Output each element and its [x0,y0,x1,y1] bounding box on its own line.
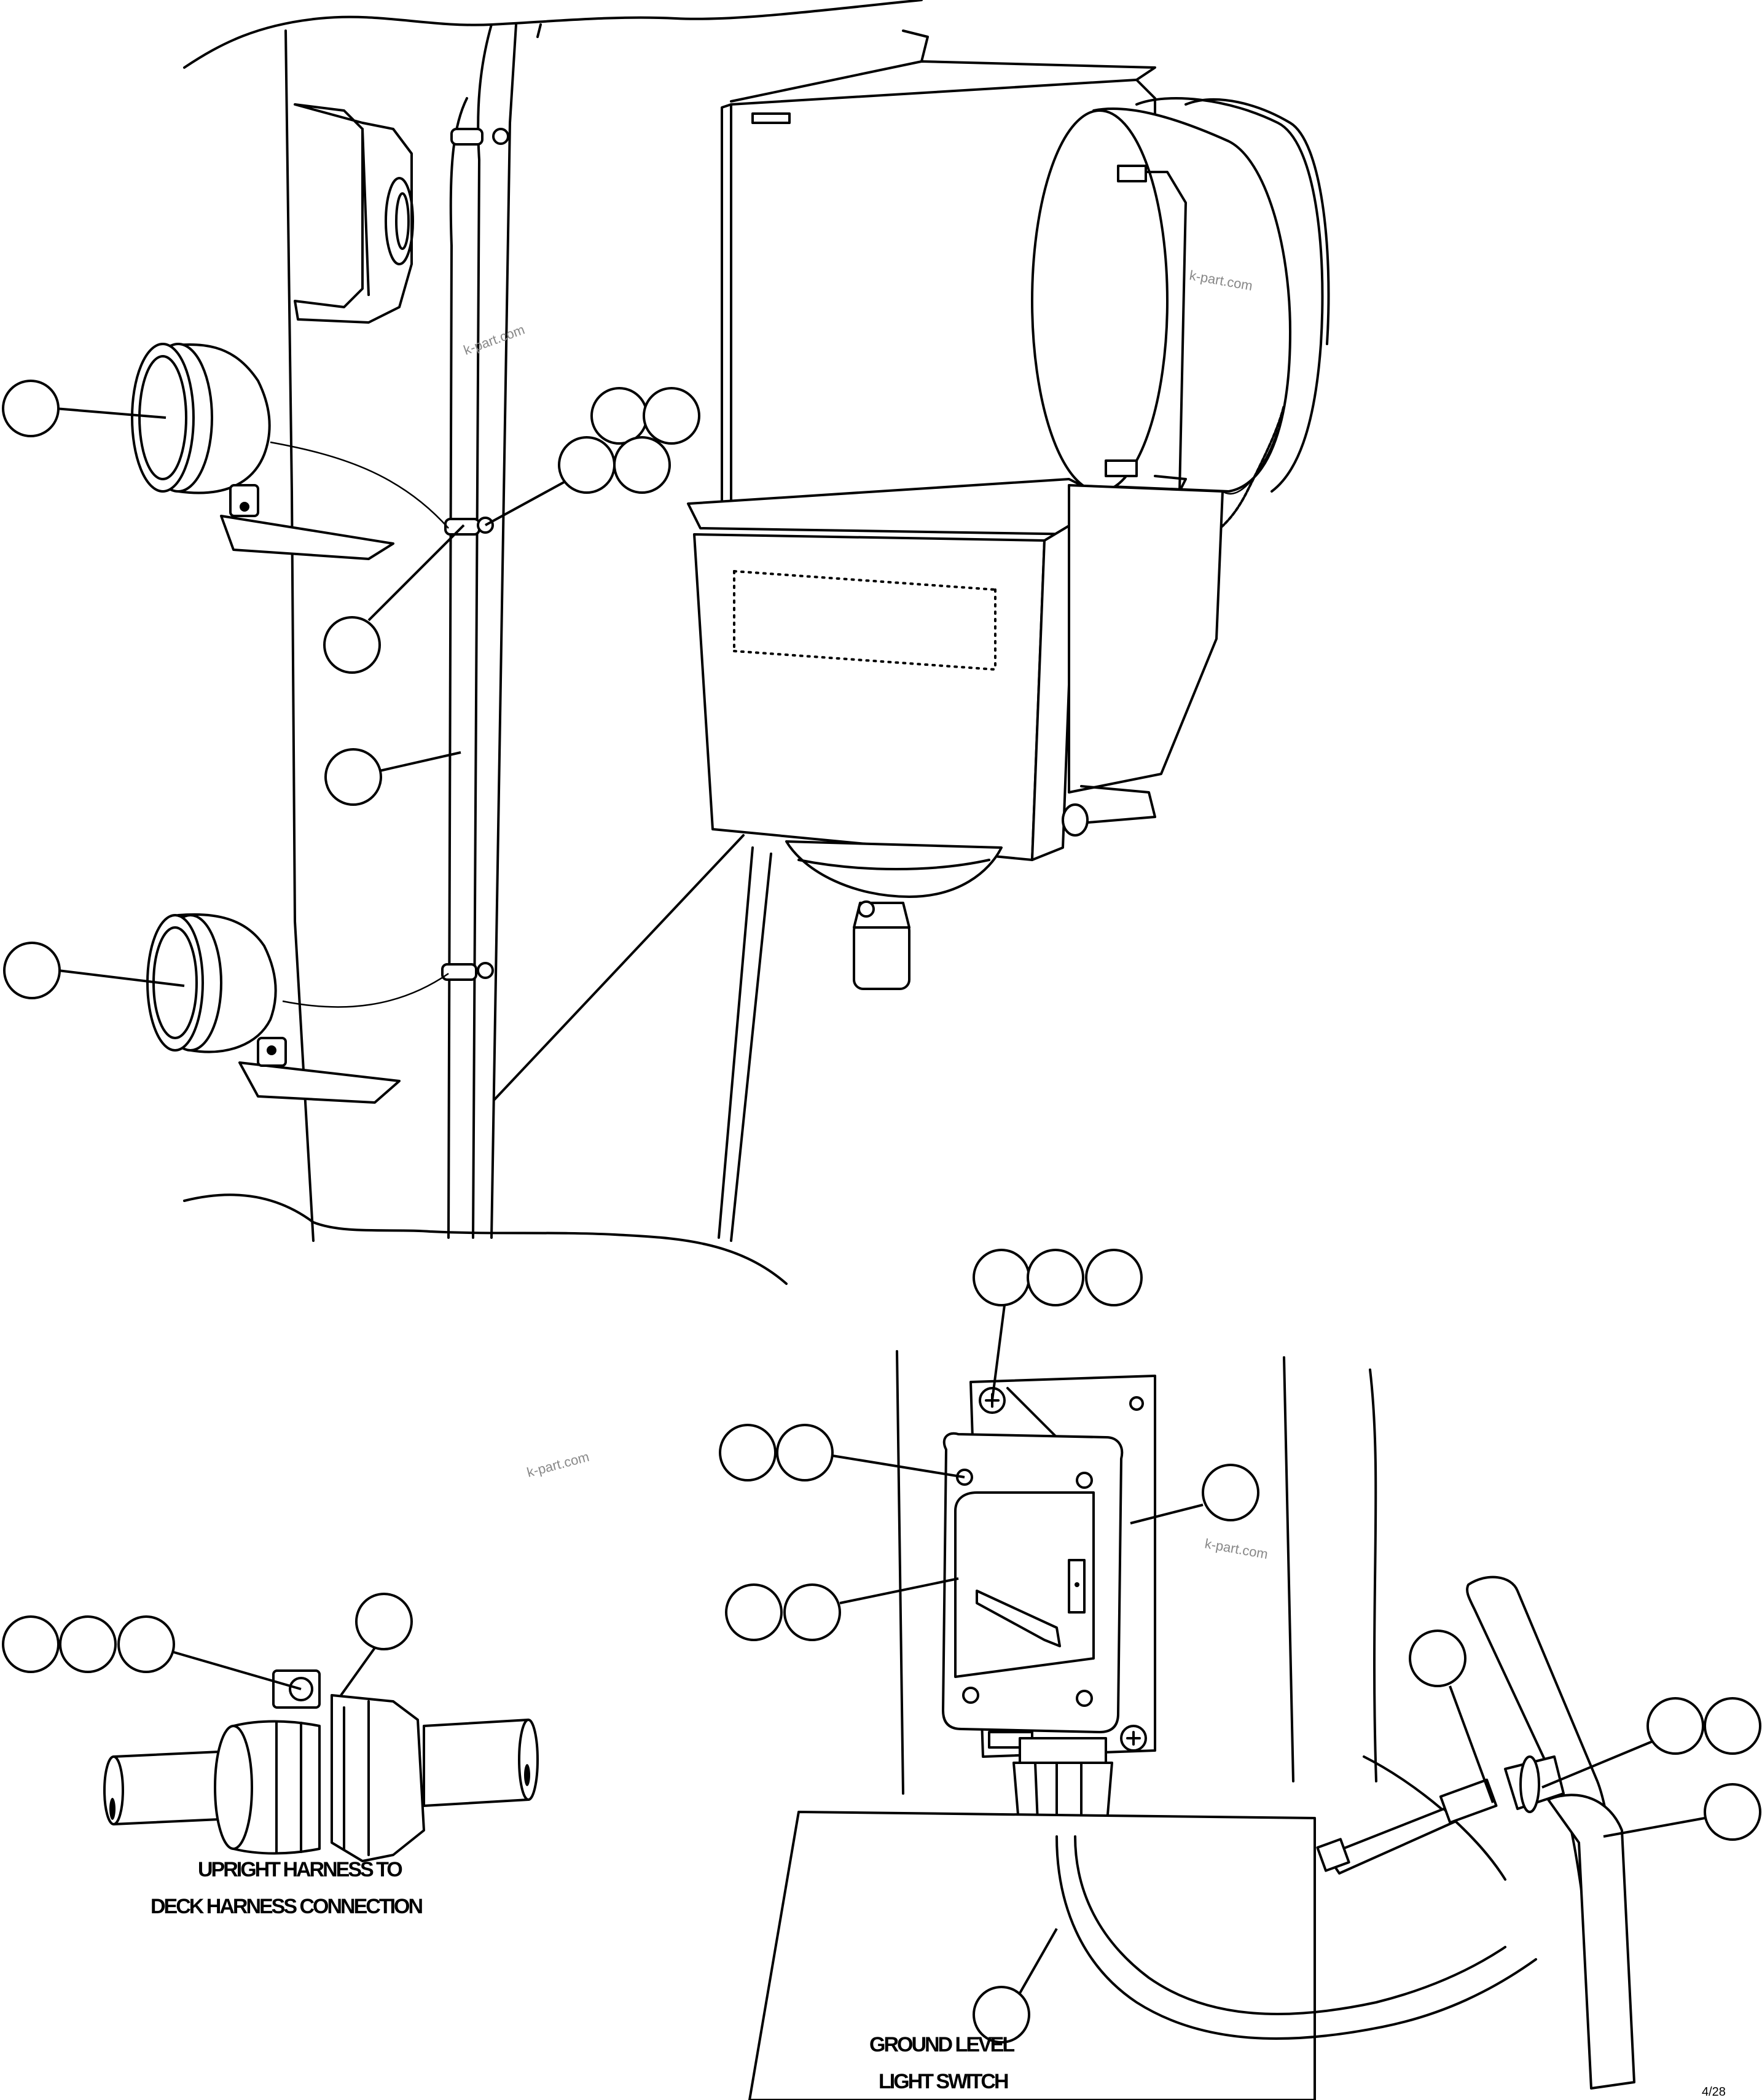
callout-bubble [613,436,671,494]
callout-bubble [117,1615,175,1673]
callout-bubble [558,436,616,494]
callout-bubble [783,1583,841,1641]
callout-bubble [1202,1464,1259,1521]
callout-bubble [776,1424,834,1481]
callout-bubble [2,380,60,437]
light-switch-view [748,1350,1635,2100]
callout-bubble [1085,1249,1143,1306]
callout-bubble [973,1249,1030,1306]
upper-work-light [131,343,449,560]
callout-bubble [725,1583,783,1641]
watermark: k-part.com [525,1449,591,1480]
callout-bubble [643,387,700,445]
harness-connection-caption-line1: UPRIGHT HARNESS TO [198,1858,402,1881]
watermark: k-part.com [461,322,527,358]
harness-connection-view [103,1669,539,1862]
callout-bubble [3,942,61,999]
callout-bubble [323,616,381,674]
watermark: k-part.com [1204,1536,1269,1562]
callout-bubble [973,1986,1030,2043]
lower-work-light [146,913,449,1104]
callout-bubble [1027,1249,1084,1306]
callout-bubble [719,1424,777,1481]
callout-bubble [1409,1630,1466,1687]
harness-connection-caption-line2: DECK HARNESS CONNECTION [151,1895,422,1918]
callouts [2,380,1761,2043]
callout-bubble [590,387,648,445]
callout-bubble [1646,1697,1704,1755]
light-switch-caption-line1: GROUND LEVEL [869,2033,1014,2056]
callout-bubble [324,748,382,806]
figure-number: 4/28 [1702,2085,1726,2099]
control-box-assembly [687,29,1330,990]
light-switch-caption-line2: LIGHT SWITCH [879,2070,1008,2093]
callout-bubble [59,1615,117,1673]
callout-bubble [355,1593,413,1650]
upright-mast-view [183,0,923,1285]
callout-bubble [2,1615,60,1673]
callout-bubble [1704,1697,1761,1755]
callout-bubble [1704,1783,1761,1841]
